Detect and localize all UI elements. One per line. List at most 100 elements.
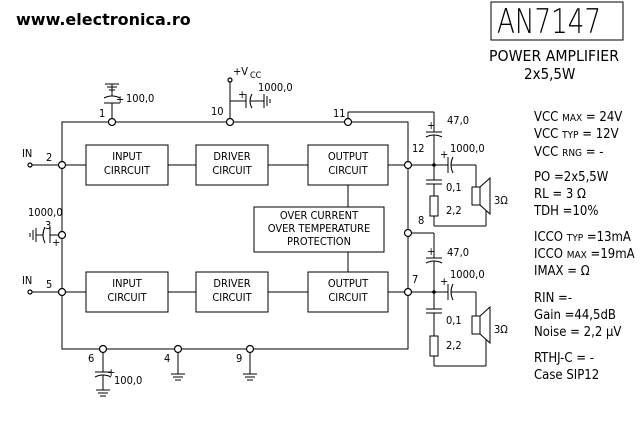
- vcc-label: +V: [233, 65, 248, 78]
- svg-text:RTHJ-C = -: RTHJ-C = -: [534, 351, 594, 366]
- protection-l1: OVER CURRENT: [280, 209, 359, 222]
- svg-text:PO =2x5,5W: PO =2x5,5W: [534, 170, 609, 185]
- pin-node-9: [245, 344, 255, 354]
- pin-node-7: [403, 287, 413, 297]
- input-circuit-2: [85, 271, 169, 313]
- cap-output-1-value: 1000,0: [450, 142, 485, 155]
- pin-node-5: [57, 287, 67, 297]
- input-2-terminal: [27, 289, 62, 295]
- svg-text:Gain =44,5dB: Gain =44,5dB: [534, 308, 616, 323]
- driver-circuit-2-l2: CIRCUIT: [212, 291, 252, 304]
- spec-rthj: RTHJ-C = -: [534, 351, 594, 366]
- pin-node-10: [225, 117, 235, 127]
- pin-node-11: [343, 117, 353, 127]
- spec-case: Case SIP12: [534, 368, 599, 383]
- res-zobel-2-value: 2,2: [446, 339, 462, 352]
- output-circuit-2: [307, 271, 389, 313]
- svg-text:ICCO TYP =13mA: ICCO TYP =13mA: [534, 230, 631, 245]
- svg-text:VCC TYP = 12V: VCC TYP = 12V: [534, 127, 619, 142]
- input-2-label: IN: [22, 274, 32, 287]
- capacitor-pin6-value: 100,0: [114, 374, 142, 387]
- input-circuit-1-l2: CIRRCUIT: [104, 164, 151, 177]
- spec-rin: RIN =-: [534, 291, 572, 306]
- speaker-2-value: 3Ω: [494, 323, 508, 336]
- vcc-label-sub: CC: [250, 71, 262, 81]
- pin-label-3: 3: [45, 219, 51, 232]
- svg-text:VCC MAX = 24V: VCC MAX = 24V: [534, 110, 622, 125]
- pin-label-12: 12: [412, 142, 425, 155]
- spec-gain: Gain =44,5dB: [534, 308, 616, 323]
- device-type: POWER AMPLIFIER: [489, 47, 619, 65]
- cap-zobel-1-value: 0,1: [446, 181, 462, 194]
- spec-icco-typ: ICCO TYP =13mA: [534, 230, 631, 245]
- vcc-rail: +: [227, 77, 271, 122]
- svg-text:+: +: [440, 275, 448, 288]
- svg-text:+: +: [427, 119, 435, 132]
- svg-text:+: +: [427, 245, 435, 258]
- svg-text:Case SIP12: Case SIP12: [534, 368, 599, 383]
- output-stage-1: + +: [347, 111, 491, 227]
- pin-label-6: 6: [88, 352, 94, 365]
- svg-text:RIN =-: RIN =-: [534, 291, 572, 306]
- pin-label-1: 1: [99, 107, 105, 120]
- pin-label-9: 9: [236, 352, 242, 365]
- pin-node-1: [107, 117, 117, 127]
- capacitor-pin1-value: 100,0: [126, 92, 154, 105]
- driver-circuit-2: [195, 271, 269, 313]
- input-circuit-2-l1: INPUT: [112, 277, 143, 290]
- pin9-lead: [243, 349, 257, 381]
- spec-list: VCC MAX = 24V VCC TYP = 12V VCC RNG = - …: [533, 110, 635, 383]
- capacitor-pin10-value: 1000,0: [258, 81, 293, 94]
- driver-circuit-2-l1: DRIVER: [213, 277, 250, 290]
- site-url: www.electronica.ro: [16, 10, 191, 29]
- driver-circuit-1: [195, 144, 269, 186]
- pin-node-6: [98, 344, 108, 354]
- pin-label-10: 10: [211, 105, 224, 118]
- output-circuit-1: [307, 144, 389, 186]
- cap-output-2-value: 1000,0: [450, 268, 485, 281]
- driver-circuit-1-l1: DRIVER: [213, 150, 250, 163]
- protection-l2: OVER TEMPERATURE: [268, 222, 370, 235]
- svg-text:VCC RNG = -: VCC RNG = -: [534, 145, 603, 160]
- cap-bootstrap-1-value: 47,0: [447, 114, 469, 127]
- input-circuit-2-l2: CIRCUIT: [107, 291, 147, 304]
- input-1-label: IN: [22, 147, 32, 160]
- capacitor-pin1: +: [103, 83, 124, 122]
- svg-text:+: +: [52, 236, 60, 249]
- spec-imax: IMAX = Ω: [534, 264, 590, 279]
- svg-text:ICCO MAX =19mA: ICCO MAX =19mA: [534, 247, 635, 262]
- speaker-1-value: 3Ω: [494, 194, 508, 207]
- svg-text:IMAX = Ω: IMAX = Ω: [534, 264, 590, 279]
- pin-node-3: [57, 230, 67, 240]
- output-circuit-2-l1: OUTPUT: [328, 277, 369, 290]
- ground-pin4: [171, 349, 185, 381]
- spec-tdh: TDH =10%: [533, 204, 598, 219]
- pin-label-5: 5: [46, 278, 52, 291]
- part-number-frame: [490, 1, 624, 41]
- svg-text:TDH =10%: TDH =10%: [533, 204, 598, 219]
- cap-bootstrap-2-value: 47,0: [447, 246, 469, 259]
- svg-text:+: +: [238, 88, 246, 101]
- output-circuit-1-l2: CIRCUIT: [328, 164, 368, 177]
- input-1-terminal: [27, 162, 62, 168]
- spec-vcc-typ: VCC TYP = 12V: [534, 127, 619, 142]
- protection-circuit: [253, 206, 385, 253]
- pin-label-2: 2: [46, 151, 52, 164]
- driver-circuit-1-l2: CIRCUIT: [212, 164, 252, 177]
- pin-nodes: [57, 117, 436, 354]
- spec-vcc-max: VCC MAX = 24V: [534, 110, 622, 125]
- svg-text:+: +: [440, 148, 448, 161]
- pin-label-11: 11: [333, 107, 346, 120]
- spec-po: PO =2x5,5W: [534, 170, 609, 185]
- pin-node-12: [403, 160, 413, 170]
- svg-text:+: +: [107, 366, 115, 379]
- pin-node-4: [173, 344, 183, 354]
- capacitor-pin3-value: 1000,0: [28, 206, 63, 219]
- pin-label-8: 8: [418, 214, 424, 227]
- capacitor-pin6: +: [94, 349, 115, 397]
- svg-text:+: +: [116, 93, 124, 106]
- output-circuit-1-l1: OUTPUT: [328, 150, 369, 163]
- spec-rl: RL = 3 Ω: [534, 187, 586, 202]
- pin-node-2: [57, 160, 67, 170]
- spec-noise: Noise = 2,2 µV: [534, 325, 621, 340]
